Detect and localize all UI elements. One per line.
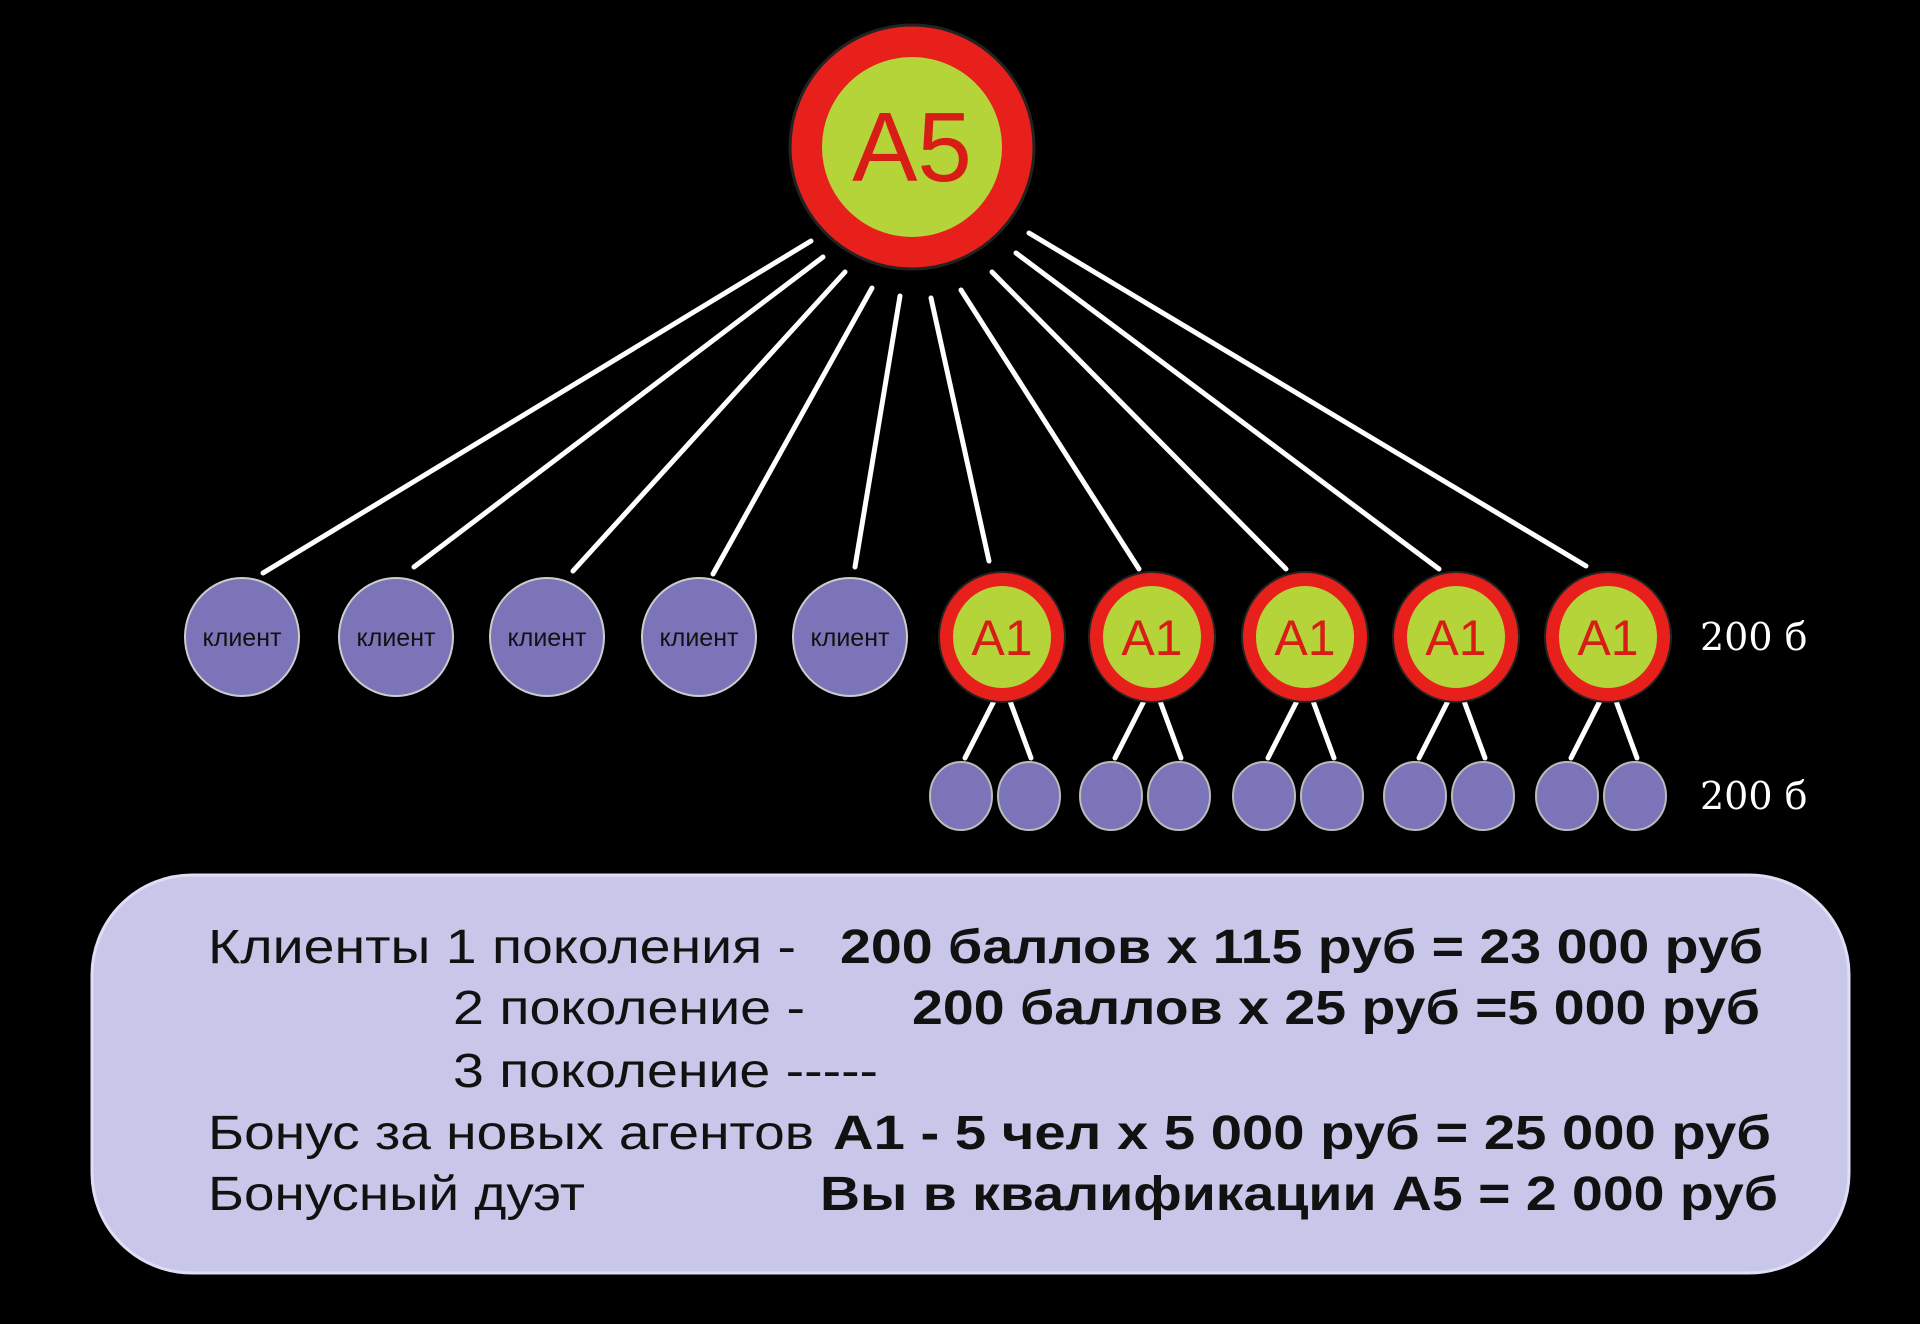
- second-gen-client-circle: [1603, 761, 1667, 831]
- second-gen-client-circle: [1147, 761, 1211, 831]
- client-circle: [184, 577, 300, 697]
- client-node: клиент: [792, 577, 908, 697]
- connector-line: [570, 269, 848, 574]
- agent-inner-circle: [1559, 586, 1657, 688]
- client-circle: [641, 577, 757, 697]
- agent-node-a1: A1: [1544, 571, 1672, 703]
- summary-line2-value: 200 баллов х 25 руб =5 000 руб: [912, 982, 1760, 1035]
- connector-line: [989, 269, 1289, 572]
- client-circle: [792, 577, 908, 697]
- summary-line3-label: 3 поколение -----: [453, 1045, 878, 1098]
- child-connector-line: [1416, 698, 1451, 761]
- summary-line2-label: 2 поколение -: [453, 982, 805, 1035]
- agent-label: A1: [1577, 610, 1638, 666]
- client-label: клиент: [203, 624, 282, 652]
- agent-label: A1: [1425, 610, 1486, 666]
- client-label: клиент: [357, 624, 436, 652]
- agent-label: A1: [1274, 610, 1335, 666]
- connector-line: [1026, 230, 1589, 569]
- client-circle: [338, 577, 454, 697]
- client-node: клиент: [338, 577, 454, 697]
- second-gen-client-circle: [1383, 761, 1447, 831]
- agent-label: A1: [1121, 610, 1182, 666]
- summary-line5-value: Вы в квалификации А5 = 2 000 руб: [820, 1168, 1778, 1221]
- agent-node-a1: A1: [1241, 571, 1369, 703]
- second-gen-client-circle: [1451, 761, 1515, 831]
- points-level1: 200 б: [1700, 615, 1808, 659]
- connector-line: [260, 238, 814, 576]
- summary-line4-value: А1 - 5 чел х 5 000 руб = 25 000 руб: [833, 1107, 1771, 1160]
- points-level2: 200 б: [1700, 774, 1808, 818]
- client-label: клиент: [811, 624, 890, 652]
- agent-label: A1: [971, 610, 1032, 666]
- agent-node-a1: A1: [1392, 571, 1520, 703]
- client-circle: [489, 577, 605, 697]
- second-gen-client-circle: [1232, 761, 1296, 831]
- second-gen-client-circle: [1300, 761, 1364, 831]
- child-connector-line: [1265, 698, 1300, 761]
- connector-line: [958, 287, 1142, 572]
- agent-node-a1: A1: [938, 571, 1066, 703]
- connector-line: [1013, 250, 1442, 572]
- child-connector-line: [1310, 698, 1337, 761]
- connector-line: [928, 295, 992, 564]
- second-gen-client-circle: [997, 761, 1061, 831]
- summary-line5-label: Бонусный дуэт: [208, 1168, 585, 1221]
- connector-line: [852, 293, 903, 570]
- summary-line1-value: 200 баллов х 115 руб = 23 000 руб: [840, 921, 1763, 974]
- connector-line: [710, 285, 875, 577]
- agent-node-a1: A1: [1088, 571, 1216, 703]
- second-gen-client-circle: [1079, 761, 1143, 831]
- root-label: A5: [852, 92, 972, 202]
- child-connector-line: [962, 698, 997, 761]
- second-gen-client-circle: [1535, 761, 1599, 831]
- client-node: клиент: [489, 577, 605, 697]
- child-connector-line: [1112, 698, 1147, 761]
- summary-line1-label: Клиенты 1 поколения -: [208, 921, 796, 974]
- client-label: клиент: [660, 624, 739, 652]
- child-connector-line: [1461, 698, 1488, 761]
- root-node-a5: A5: [788, 23, 1036, 271]
- child-connector-line: [1568, 698, 1603, 761]
- summary-box: Клиенты 1 поколения - 200 баллов х 115 р…: [90, 873, 1851, 1275]
- agent-inner-circle: [1407, 586, 1505, 688]
- client-node: клиент: [641, 577, 757, 697]
- client-node: клиент: [184, 577, 300, 697]
- client-label: клиент: [508, 624, 587, 652]
- summary-line4-label: Бонус за новых агентов: [208, 1107, 814, 1160]
- nodes: A5 клиент клиент клиент клиент клиент A1 A1 A1 A1…: [184, 23, 1672, 831]
- child-connector-line: [1613, 698, 1640, 761]
- child-connector-line: [1007, 698, 1034, 761]
- agent-inner-circle: [1256, 586, 1354, 688]
- child-connector-line: [1157, 698, 1184, 761]
- agent-inner-circle: [1103, 586, 1201, 688]
- second-gen-client-circle: [929, 761, 993, 831]
- root-inner-circle: [822, 57, 1002, 237]
- connector-line: [411, 254, 826, 570]
- connector-lines: [260, 230, 1640, 761]
- agent-inner-circle: [953, 586, 1051, 688]
